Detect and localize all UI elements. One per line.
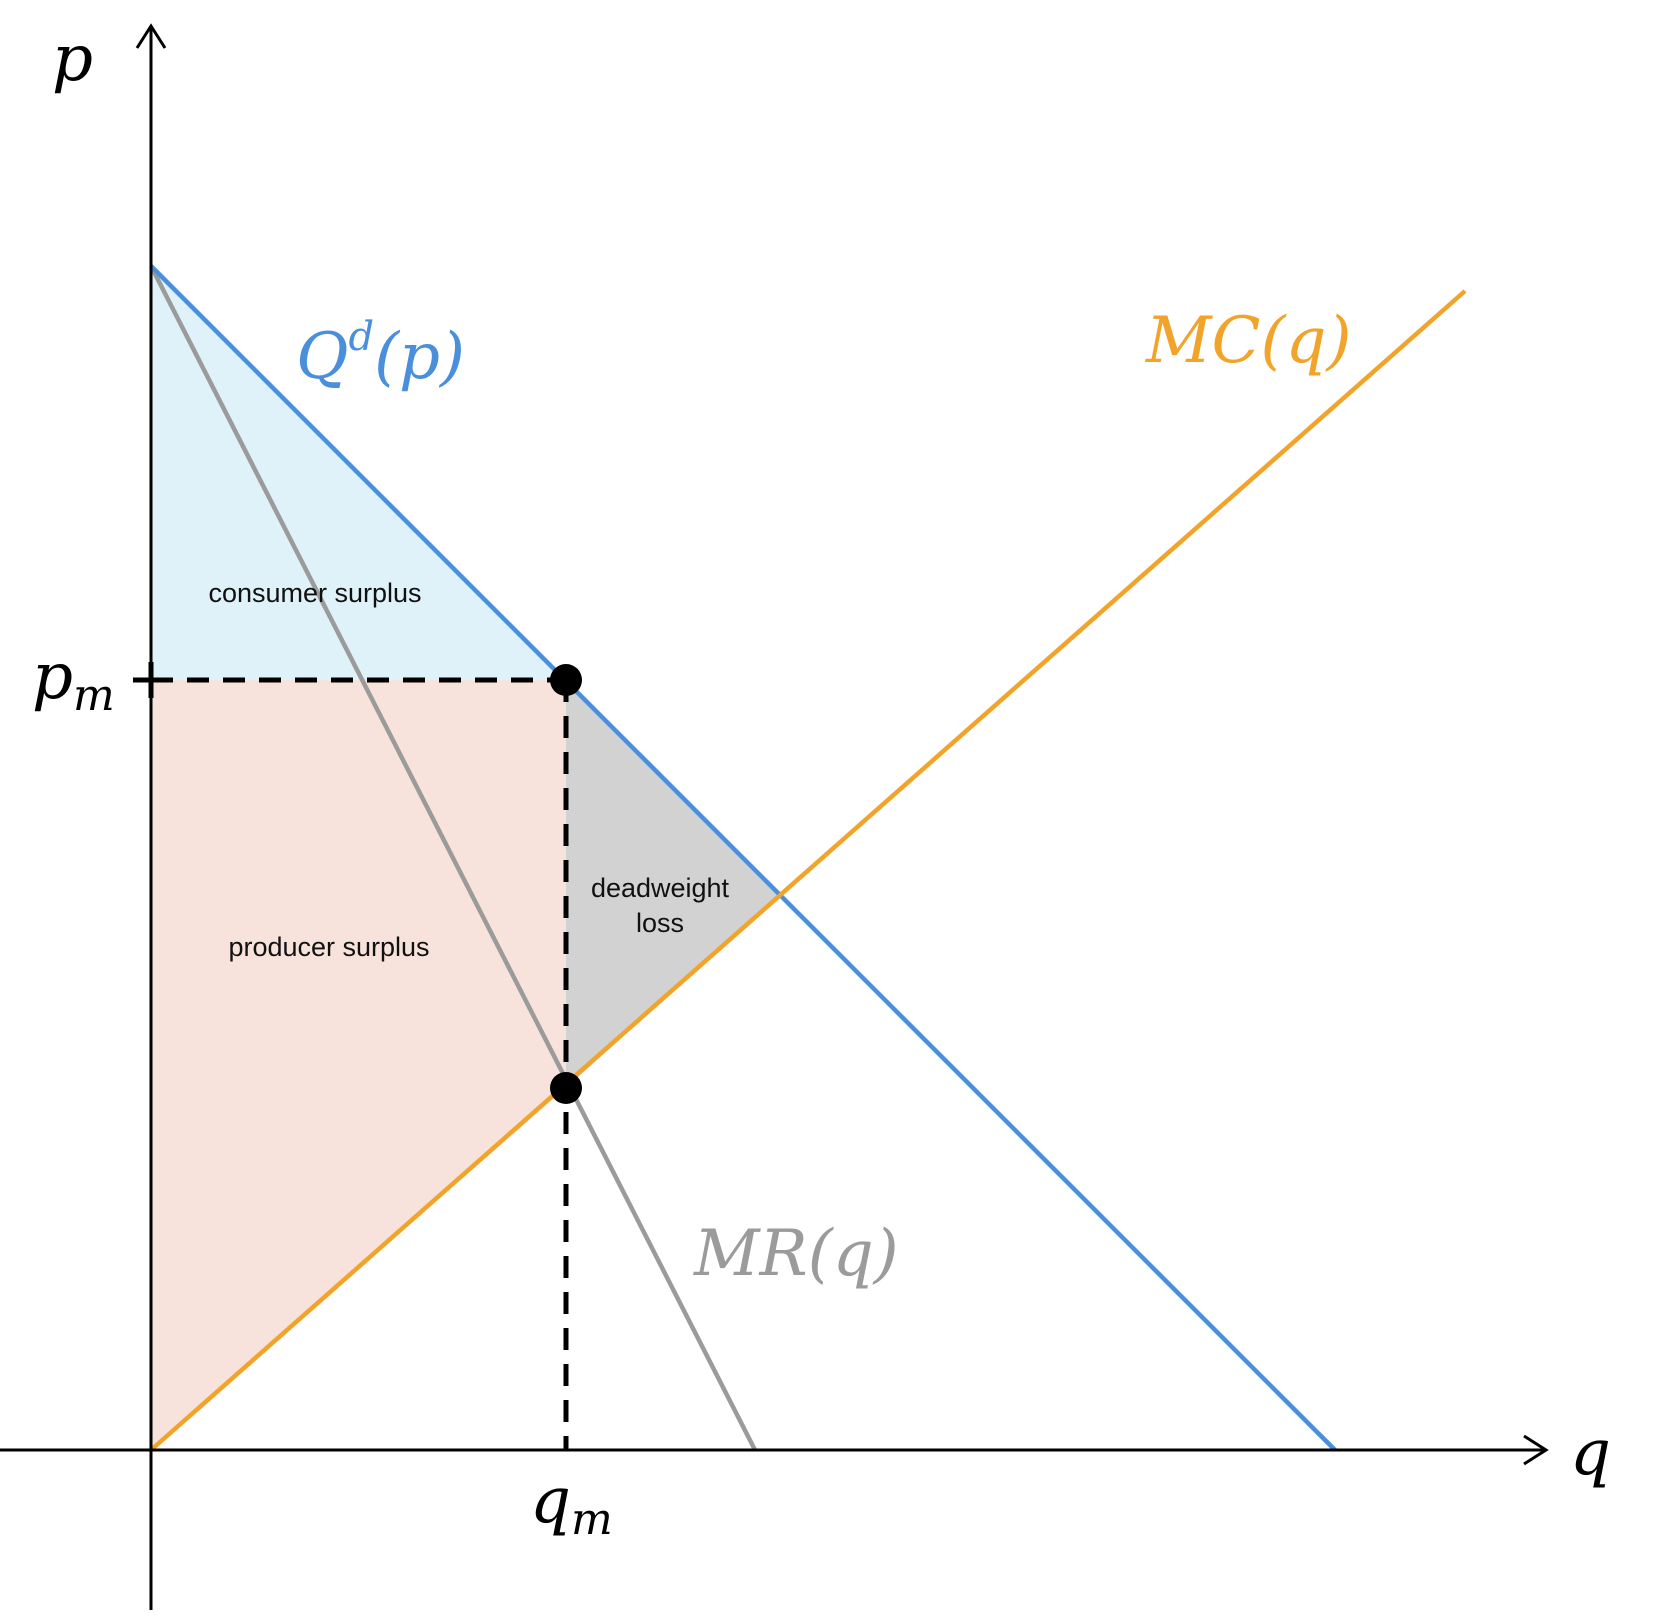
x-axis-label: q [1570,1416,1611,1490]
mr-mc-intersection-point [550,1072,582,1104]
deadweight-loss-label-line2: loss [636,908,684,938]
demand-curve [149,264,1337,1452]
marginal-revenue-curve-label: MR(q) [693,1217,899,1291]
deadweight-loss-label-line1: deadweight [591,873,730,903]
marginal-cost-curve-label: MC(q) [1145,304,1351,378]
monopoly-price-point [550,664,582,696]
y-axis-label: p [52,22,93,96]
deadweight-loss-region [566,680,780,1088]
monopoly-quantity-label: qm [530,1464,613,1545]
producer-surplus-label: producer surplus [228,932,429,962]
monopoly-price-label: pm [32,640,115,721]
x-axis-arrowhead [1523,1434,1549,1466]
y-axis-arrowhead [135,23,167,49]
producer-surplus-region [151,680,566,1450]
consumer-surplus-label: consumer surplus [208,578,421,608]
marginal-revenue-curve [148,264,758,1452]
marginal-cost-curve [149,289,1467,1452]
demand-curve-label: Qd(p) [296,314,465,394]
